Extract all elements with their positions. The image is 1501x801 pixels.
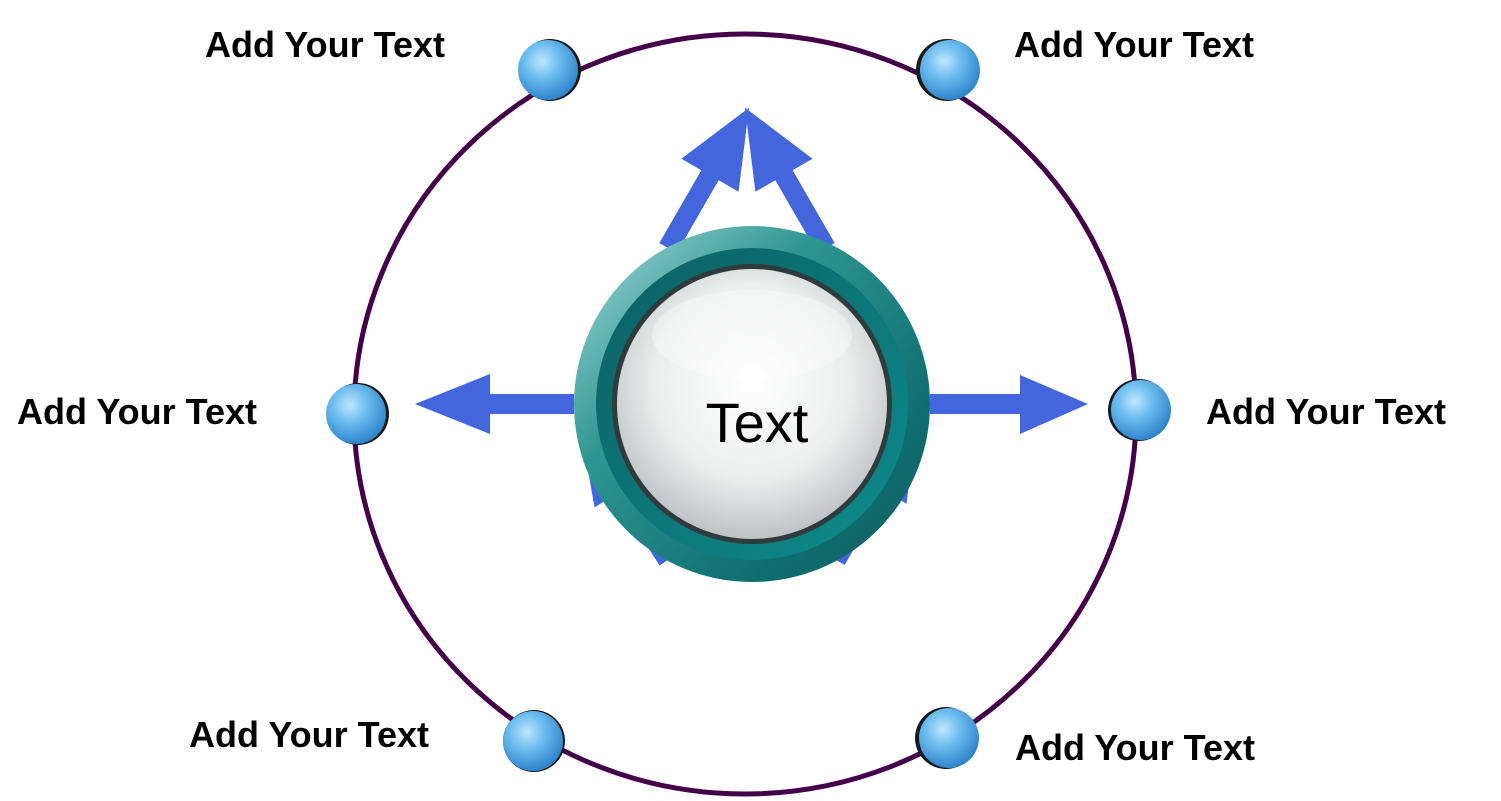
arrow-right (930, 375, 1088, 434)
label-left: Add Your Text (17, 391, 257, 432)
arrow-up-left (659, 107, 749, 253)
label-top-left: Add Your Text (205, 24, 445, 65)
center-label: Text (706, 391, 809, 454)
node-bottom-right (915, 707, 979, 769)
node-top-left (518, 39, 581, 101)
label-bottom-right: Add Your Text (1015, 727, 1255, 768)
label-right: Add Your Text (1206, 391, 1446, 432)
node-top-right (916, 39, 980, 101)
node-labels: Add Your Text Add Your Text Add Your Tex… (17, 24, 1446, 768)
central-hub: Text (574, 226, 930, 582)
nodes (326, 39, 1171, 772)
label-top-right: Add Your Text (1014, 24, 1254, 65)
arrow-left (415, 374, 574, 434)
node-right (1108, 379, 1171, 441)
node-left (326, 383, 389, 445)
node-bottom-left (503, 710, 565, 772)
label-bottom-left: Add Your Text (189, 714, 429, 755)
arrow-up-right (745, 107, 835, 253)
